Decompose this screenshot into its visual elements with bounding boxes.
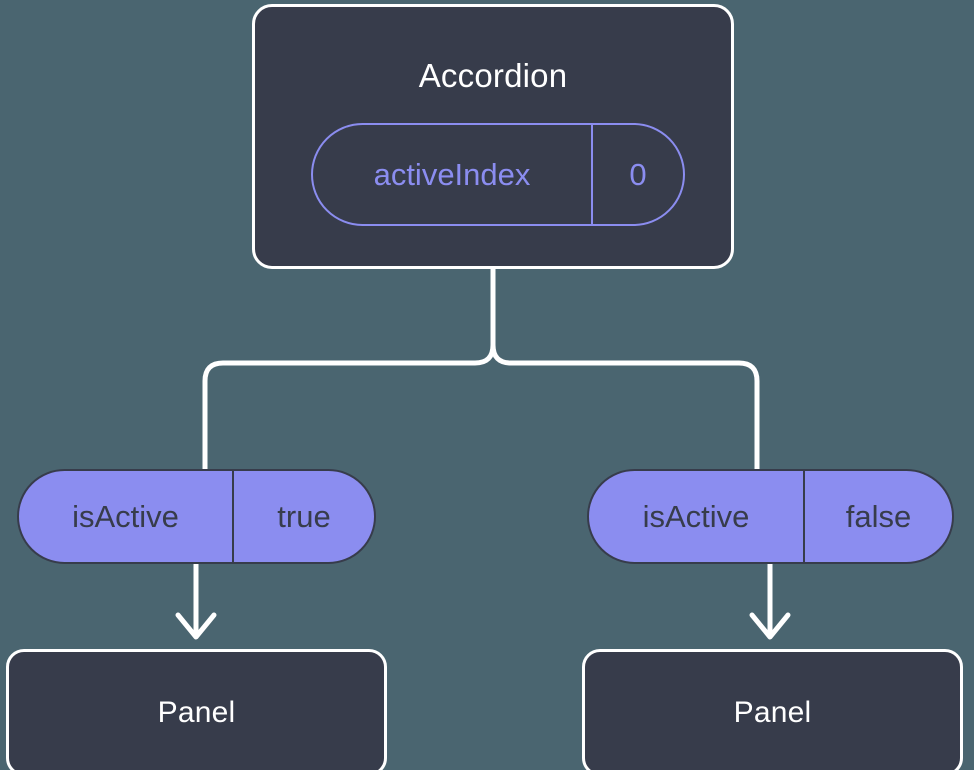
prop-badge-value: true — [277, 498, 331, 534]
prop-badge-key: isActive — [19, 471, 234, 562]
edge-accordion-to-left — [202, 265, 496, 473]
prop-badge-isactive-true[interactable]: isActive true — [17, 469, 376, 564]
node-accordion[interactable]: Accordion activeIndex 0 — [252, 4, 734, 269]
state-badge-value: 0 — [629, 156, 647, 192]
prop-badge-value: false — [845, 498, 912, 534]
edge-accordion-to-right — [490, 265, 760, 473]
accordion-title: Accordion — [418, 57, 568, 94]
arrowhead-left — [175, 612, 217, 640]
node-panel-left[interactable]: Panel — [6, 649, 387, 770]
prop-badge-isactive-false[interactable]: isActive false — [587, 469, 954, 564]
prop-badge-key: isActive — [589, 471, 805, 562]
node-panel-right[interactable]: Panel — [582, 649, 963, 770]
panel-title: Panel — [733, 696, 812, 729]
arrowhead-right — [749, 612, 791, 640]
state-badge-activeindex[interactable]: activeIndex 0 — [311, 123, 685, 226]
panel-title: Panel — [157, 696, 236, 729]
state-badge-key: activeIndex — [313, 125, 593, 224]
